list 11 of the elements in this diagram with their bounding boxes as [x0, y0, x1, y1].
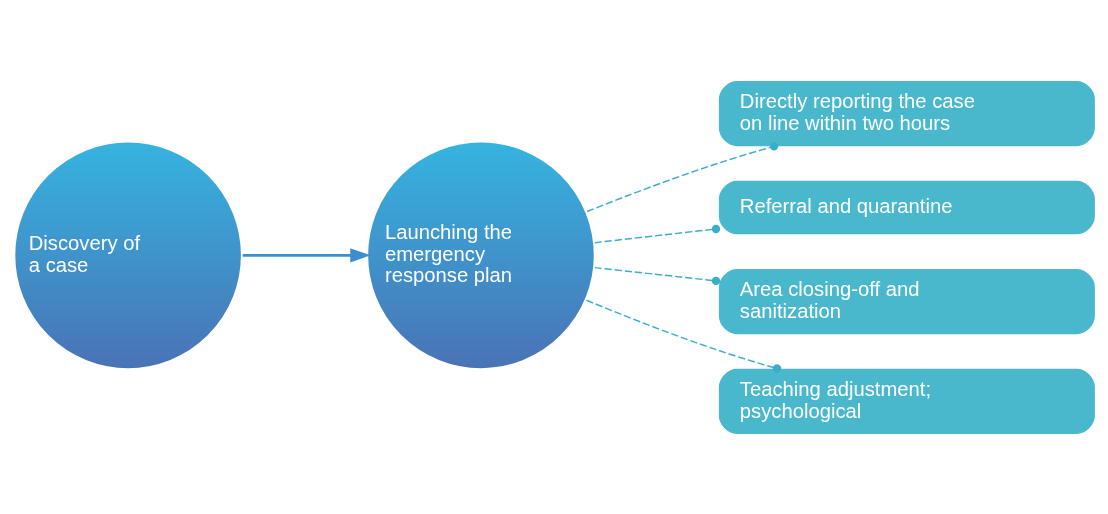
node-box: Area closing-off and sanitization — [718, 268, 1095, 334]
connector — [585, 299, 782, 373]
connector — [593, 266, 721, 285]
node-box: Directly reporting the case on line within two hours — [718, 80, 1095, 146]
arrow — [242, 247, 371, 262]
connector — [593, 224, 721, 243]
node-box: Referral and quarantine — [718, 180, 1095, 234]
connector — [586, 141, 779, 212]
node-circle: Discovery of a case — [12, 139, 244, 371]
node-circle: Launching the emergency response plan — [365, 139, 597, 371]
node-box: Teaching adjustment; psychological — [718, 368, 1095, 434]
